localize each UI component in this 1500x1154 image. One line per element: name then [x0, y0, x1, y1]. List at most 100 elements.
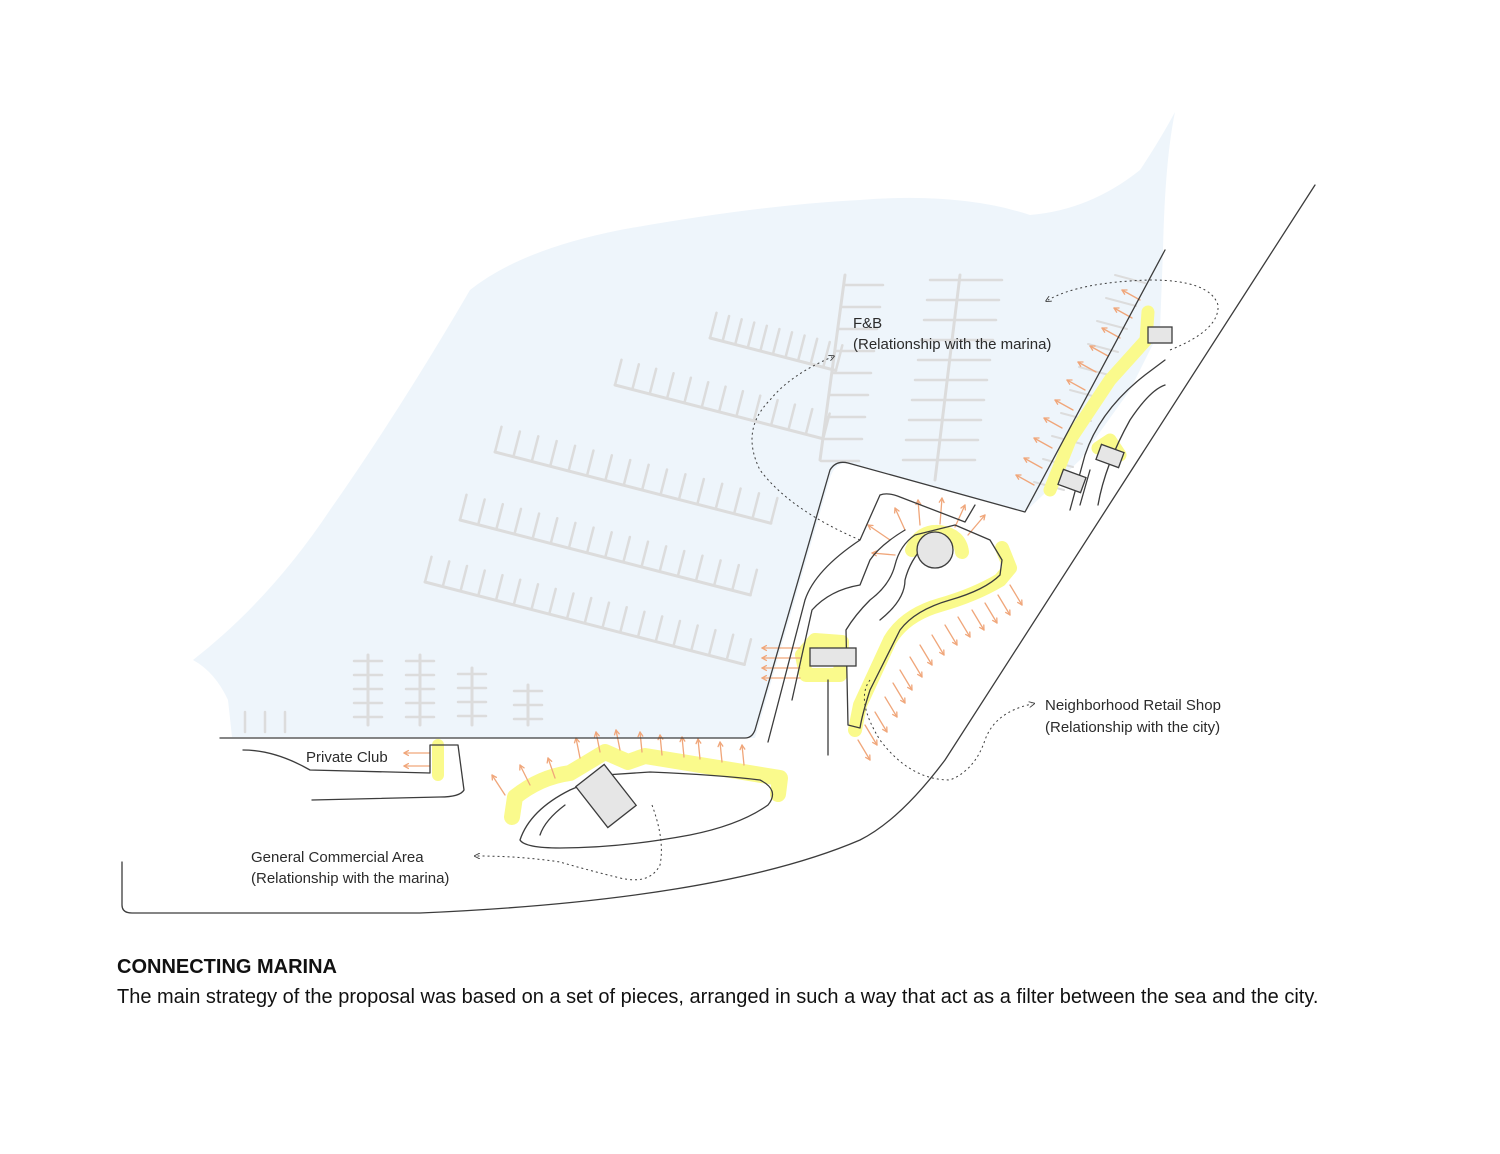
orange-arrow	[917, 673, 923, 678]
pier-finger	[495, 502, 505, 531]
commercial-building	[574, 763, 638, 829]
orange-arrow	[595, 731, 601, 753]
orange-arrow	[719, 741, 724, 747]
commercial-connector	[477, 804, 662, 881]
fnb-road-2	[1097, 384, 1166, 506]
orange-arrow	[1009, 584, 1023, 606]
orange-arrow	[491, 774, 506, 796]
orange-arrow	[615, 729, 621, 751]
orange-arrow	[1121, 289, 1141, 301]
orange-arrow	[1043, 417, 1048, 423]
caption-title: CONNECTING MARINA	[117, 956, 337, 978]
orange-arrow	[899, 669, 913, 691]
pier-finger	[809, 337, 819, 366]
orange-arrow	[892, 682, 906, 704]
pier-finger	[603, 531, 613, 559]
pier-finger	[683, 376, 693, 405]
orange-arrow	[657, 734, 661, 741]
pier-finger	[512, 578, 522, 607]
pier-finger	[1114, 274, 1146, 284]
orange-arrow	[971, 609, 985, 631]
pier-finger	[640, 463, 650, 492]
orange-arrow	[547, 757, 553, 762]
pier-finger	[759, 324, 769, 353]
pier-finger	[494, 573, 504, 602]
pier-finger	[640, 540, 650, 569]
pier-finger	[731, 563, 740, 592]
orange-arrow	[867, 524, 871, 531]
orange-arrow	[983, 514, 986, 521]
orange-arrow	[1054, 399, 1074, 411]
orange-arrow	[1121, 289, 1126, 295]
pier-finger	[834, 344, 844, 372]
orange-arrow	[944, 624, 958, 646]
orange-arrow	[403, 752, 410, 757]
pier-finger	[513, 507, 523, 536]
pier-finger	[585, 526, 595, 555]
private-club-label: Private Club	[306, 749, 388, 766]
pier-finger	[654, 615, 664, 643]
orange-arrow	[1077, 361, 1097, 373]
central-building	[809, 647, 857, 667]
water-area	[193, 112, 1175, 738]
orange-arrow	[871, 550, 878, 554]
orange-arrow	[1101, 327, 1106, 333]
pier-finger	[476, 569, 486, 597]
orange-arrow	[1017, 601, 1023, 606]
commercial-title: General Commercial Area	[251, 849, 424, 866]
orange-arrow	[979, 626, 985, 631]
pier-finger	[648, 367, 658, 396]
orientation-arrows	[403, 289, 1141, 796]
pier-finger	[636, 610, 646, 639]
orange-arrow	[1023, 457, 1028, 463]
pier-finger	[565, 592, 575, 620]
pier-spine	[933, 273, 962, 482]
orange-arrow	[615, 729, 620, 735]
orange-arrow	[761, 664, 768, 669]
pier-finger	[721, 314, 731, 343]
caption-body: The main strategy of the proposal was ba…	[117, 986, 1319, 1008]
orange-arrow	[874, 711, 888, 733]
orange-arrow	[573, 737, 577, 744]
pier-finger	[743, 638, 753, 666]
pier-finger	[769, 496, 779, 525]
orange-arrow	[894, 507, 906, 531]
orange-arrow	[741, 744, 745, 766]
buildings	[574, 326, 1173, 829]
orange-arrow	[892, 713, 898, 718]
highlight-pavilion	[905, 524, 969, 559]
orange-arrow	[917, 499, 922, 505]
pier-finger	[604, 454, 614, 482]
pier-finger	[613, 358, 623, 387]
orange-arrow	[884, 696, 898, 718]
pier-finger	[530, 435, 540, 463]
orange-arrow	[403, 762, 410, 767]
orange-arrow	[761, 674, 768, 679]
orange-arrow	[637, 731, 641, 738]
fnb-building-3	[1057, 468, 1087, 494]
pier-finger	[458, 493, 468, 522]
pier-finger	[530, 583, 540, 611]
pier-finger	[712, 559, 722, 587]
orange-arrow	[957, 616, 971, 638]
neighborhood-title: Neighborhood Retail Shop	[1045, 697, 1221, 714]
round-pavilion	[916, 531, 954, 569]
orange-arrow	[697, 738, 701, 760]
pier-finger	[423, 555, 433, 584]
orange-arrow	[979, 514, 986, 518]
pier-finger	[1096, 320, 1128, 330]
pier-finger	[665, 372, 675, 400]
commercial-subtitle: (Relationship with the marina)	[251, 870, 449, 887]
orange-arrow	[919, 644, 933, 666]
orange-arrow	[1015, 474, 1035, 486]
orange-arrow	[894, 507, 900, 512]
orange-arrow	[639, 731, 643, 753]
pier-finger	[631, 363, 641, 391]
fnb-road-3	[1079, 469, 1091, 506]
orange-arrow	[719, 741, 723, 763]
orange-arrow	[761, 657, 768, 662]
orange-arrow	[697, 738, 702, 744]
orange-arrow	[954, 504, 966, 528]
pier-finger	[441, 560, 451, 588]
orange-arrow	[547, 757, 556, 779]
